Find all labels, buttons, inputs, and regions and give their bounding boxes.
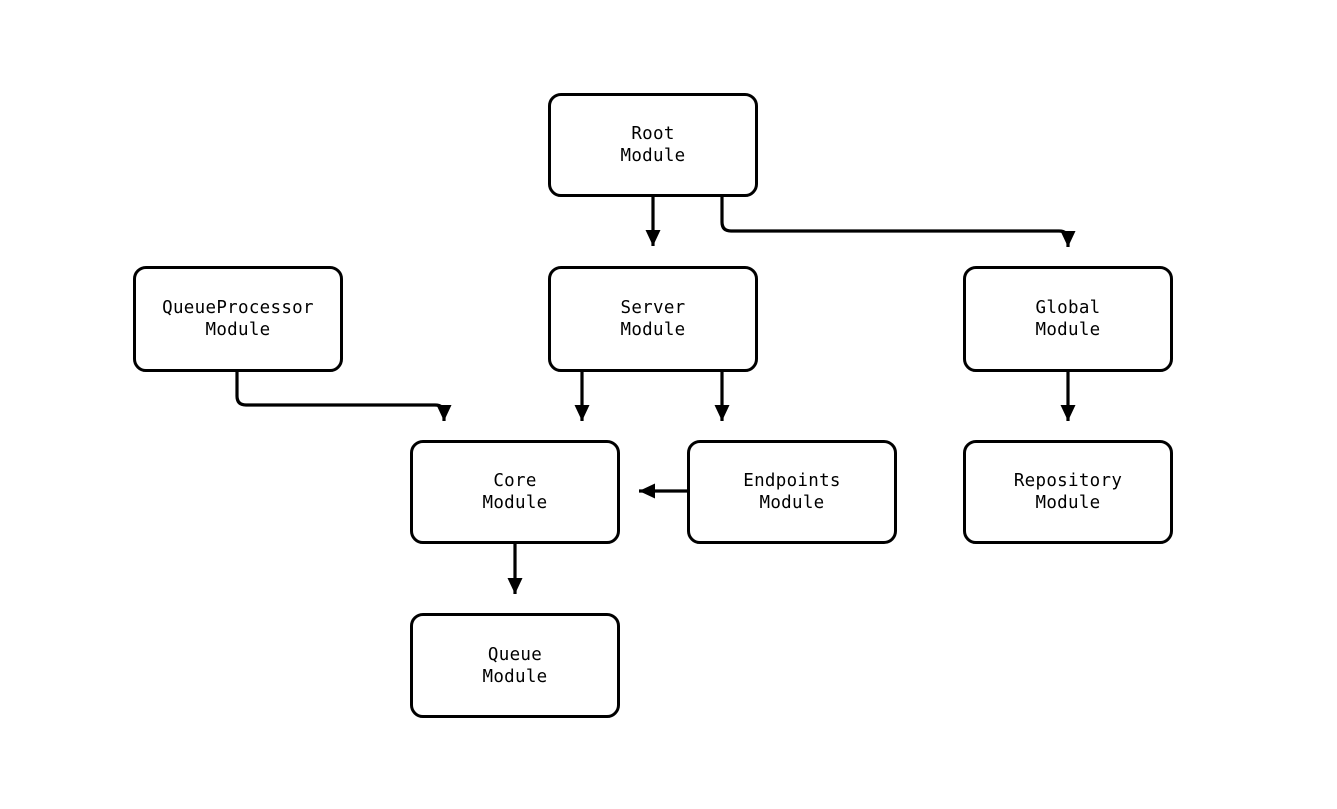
node-queue-label-line1: Queue [487,644,543,665]
node-core[interactable]: Core Module [410,440,620,544]
node-repository-label-line2: Module [1035,493,1101,513]
node-queue-label-line2: Module [482,666,548,687]
node-queue[interactable]: Queue Module [410,613,620,718]
node-server-label-line1: Server [620,298,686,318]
node-global[interactable]: Global Module [963,266,1173,372]
node-queueprocessor-label-line1: QueueProcessor [162,298,314,318]
node-endpoints-label-line1: Endpoints [743,471,841,491]
node-repository-label-line1: Repository [1013,471,1123,491]
node-core-label-line1: Core [493,471,537,491]
edge-queueprocessor-core [235,372,452,421]
node-global-label-line2: Module [1035,320,1101,340]
node-core-label-line2: Module [482,493,548,513]
node-server[interactable]: Server Module [548,266,758,372]
edge-root-global [720,197,1076,247]
node-endpoints-label-line2: Module [759,493,825,513]
node-root[interactable]: Root Module [548,93,758,197]
node-global-label-line1: Global [1035,298,1101,318]
node-queueprocessor[interactable]: QueueProcessor Module [133,266,343,372]
node-repository[interactable]: Repository Module [963,440,1173,544]
node-endpoints[interactable]: Endpoints Module [687,440,897,544]
node-root-label-line2: Module [620,146,686,166]
node-queueprocessor-label-line2: Module [205,320,271,340]
node-server-label-line2: Module [620,320,686,340]
node-root-label-line1: Root [631,124,675,144]
